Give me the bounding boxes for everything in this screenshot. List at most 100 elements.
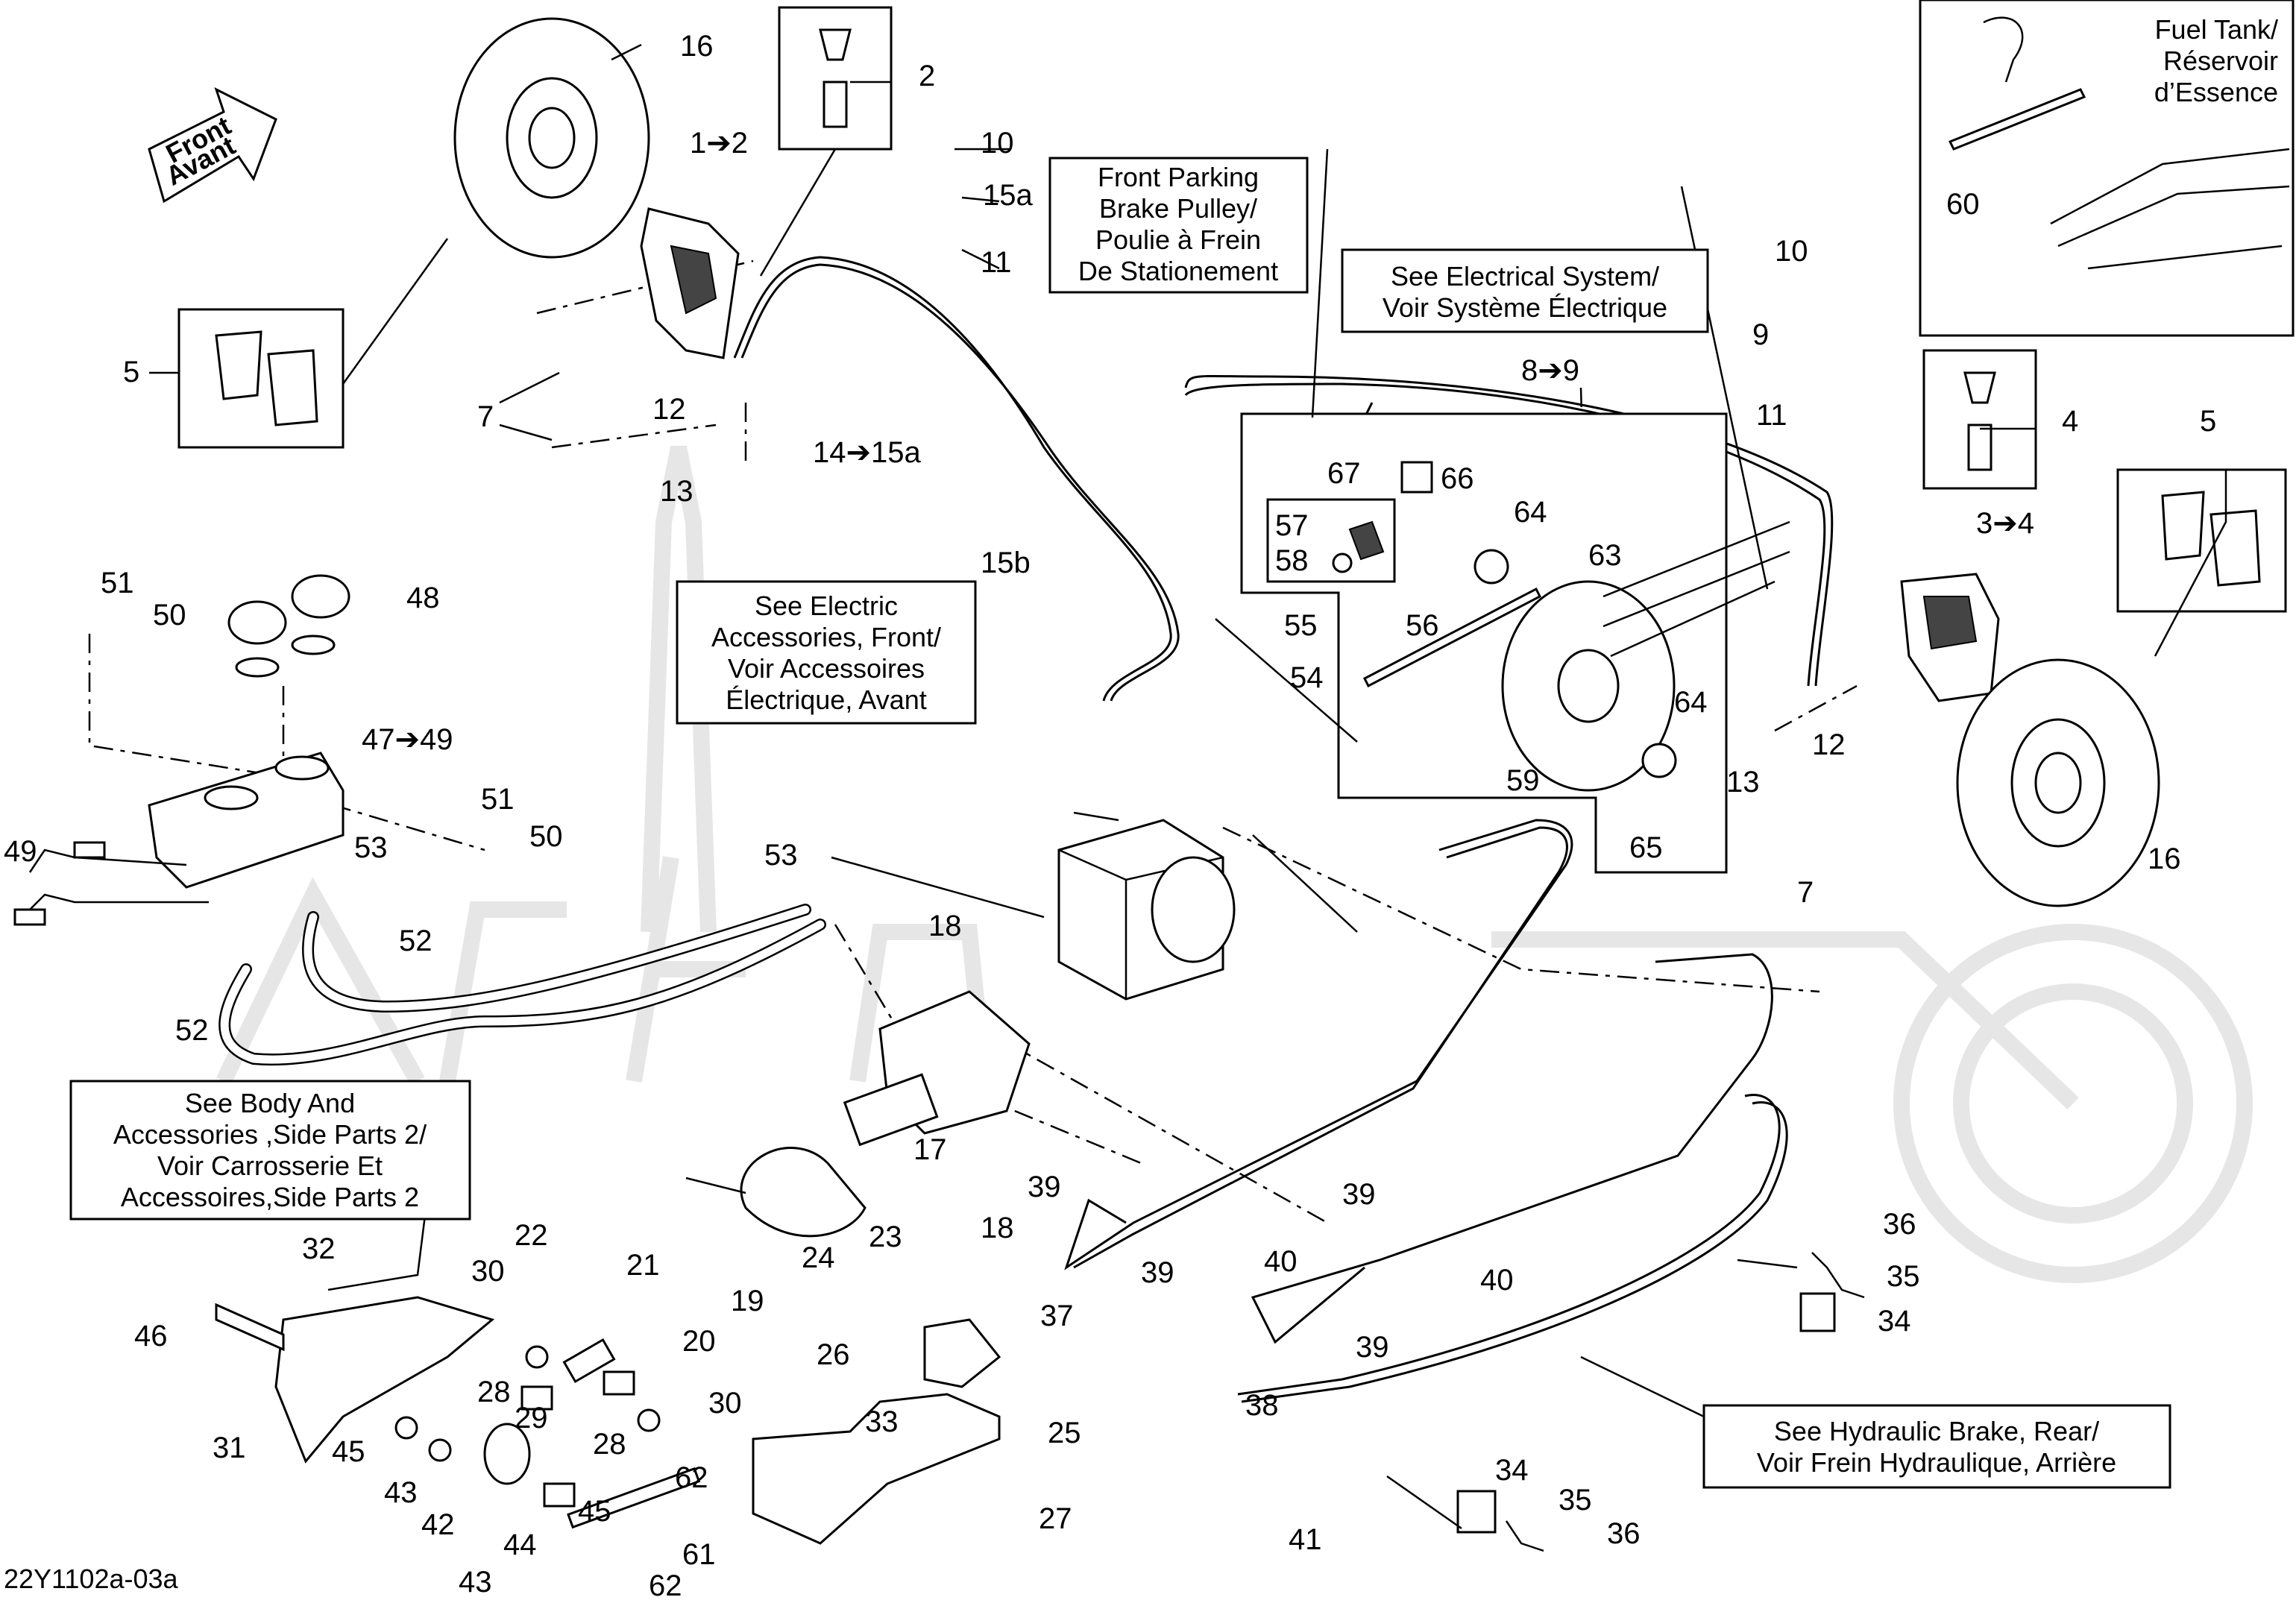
ref-51-bottom: 51 — [481, 783, 515, 816]
front-direction-arrow: Front Avant — [148, 87, 277, 204]
ref-40-a: 40 — [1264, 1245, 1298, 1278]
ref-8-9: 8➔9 — [1521, 354, 1579, 387]
ref-11-right: 11 — [1756, 399, 1787, 432]
callout-front-parking-line4: De Stationement — [1078, 256, 1278, 286]
front-caliper-right — [1900, 573, 2000, 702]
callout-hydraulic-rear: See Hydraulic Brake, Rear/ Voir Frein Hy… — [1702, 1404, 2171, 1489]
callout-front-parking-line3: Poulie à Frein — [1095, 224, 1261, 255]
ref-33: 33 — [865, 1405, 899, 1438]
ref-31: 31 — [213, 1432, 246, 1464]
ref-34-bottom: 34 — [1495, 1454, 1529, 1487]
ref-67: 67 — [1327, 457, 1361, 490]
ref-54: 54 — [1290, 661, 1324, 694]
callout-electrical: See Electrical System/ Voir Système Élec… — [1341, 248, 1709, 333]
ref-61: 61 — [682, 1538, 716, 1571]
ref-20: 20 — [682, 1325, 716, 1358]
front-brake-disc-right — [1956, 658, 2160, 907]
callout-body-line4: Accessoires,Side Parts 2 — [121, 1182, 419, 1212]
ref-42: 42 — [421, 1508, 455, 1541]
parking-brake-pulley-assembly — [1240, 412, 1790, 874]
ref-28-left: 28 — [477, 1376, 511, 1408]
ref-36-bottom: 36 — [1607, 1517, 1641, 1550]
ref-28-right: 28 — [593, 1428, 626, 1461]
ref-35-right: 35 — [1887, 1260, 1920, 1293]
ref-36-right: 36 — [1883, 1208, 1916, 1241]
ref-23: 23 — [869, 1221, 902, 1253]
ref-10-right: 10 — [1775, 235, 1808, 268]
ref-15a: 15a — [983, 179, 1033, 212]
ref-15b: 15b — [981, 547, 1031, 579]
ref-12-left: 12 — [652, 393, 686, 426]
ref-39-a: 39 — [1028, 1171, 1061, 1203]
ref-12-right: 12 — [1812, 728, 1846, 761]
ref-22: 22 — [515, 1219, 548, 1252]
callout-electrical-line2: Voir Système Électrique — [1383, 292, 1667, 323]
callout-electric-acc-line1: See Electric — [755, 591, 898, 621]
ref-16-left: 16 — [680, 30, 714, 63]
ref-64-bottom: 64 — [1674, 686, 1708, 719]
ref-66: 66 — [1441, 462, 1474, 495]
ref-59: 59 — [1506, 764, 1540, 797]
ref-55: 55 — [1284, 609, 1318, 642]
ref-65: 65 — [1629, 831, 1663, 864]
ref-49: 49 — [4, 835, 37, 868]
callout-body-accessories: See Body And Accessories ,Side Parts 2/ … — [69, 1080, 471, 1221]
front-caliper-left — [640, 207, 740, 359]
callout-hydraulic-line2: Voir Frein Hydraulique, Arrière — [1757, 1447, 2116, 1478]
diagram-code: 22Y1102a-03a — [4, 1563, 179, 1594]
ref-26: 26 — [817, 1338, 850, 1371]
ref-43-bottom: 43 — [459, 1566, 492, 1599]
ref-32: 32 — [302, 1232, 336, 1265]
ref-39-d: 39 — [1356, 1331, 1389, 1364]
callout-front-parking-line2: Brake Pulley/ — [1099, 193, 1257, 224]
fuel-tank-inset — [1919, 0, 2295, 337]
ref-13-right: 13 — [1726, 766, 1760, 799]
pipe-clamps — [1456, 1252, 1865, 1552]
ref-48: 48 — [406, 582, 440, 614]
ref-13-left: 13 — [660, 475, 693, 508]
ref-11-top: 11 — [981, 246, 1012, 279]
callout-electrical-line1: See Electrical System/ — [1391, 261, 1659, 292]
ref-17: 17 — [913, 1133, 947, 1166]
ref-5-left: 5 — [123, 356, 139, 388]
front-brake-disc-left — [453, 17, 650, 259]
ref-45-right: 45 — [578, 1495, 611, 1528]
ref-9: 9 — [1752, 318, 1769, 351]
ref-37: 37 — [1040, 1300, 1074, 1332]
ref-10-top: 10 — [981, 127, 1014, 160]
ref-41: 41 — [1289, 1523, 1322, 1556]
ref-50-top: 50 — [153, 599, 186, 632]
ref-16-right: 16 — [2148, 843, 2181, 875]
ref-63: 63 — [1588, 539, 1622, 572]
callout-body-line2: Accessories ,Side Parts 2/ — [113, 1119, 427, 1150]
callout-hydraulic-line1: See Hydraulic Brake, Rear/ — [1774, 1416, 2099, 1446]
ref-7-left: 7 — [477, 400, 494, 433]
ref-19: 19 — [731, 1285, 764, 1317]
callout-electric-acc-line2: Accessories, Front/ — [711, 622, 941, 652]
ref-40-b: 40 — [1480, 1264, 1514, 1297]
master-cylinder — [740, 990, 1031, 1238]
abs-hydraulic-unit — [1057, 819, 1236, 1001]
bleeder-valve-box-top — [778, 6, 893, 151]
ref-14-15a: 14➔15a — [813, 436, 922, 469]
ref-4: 4 — [2062, 405, 2078, 438]
ref-7-right: 7 — [1797, 876, 1814, 909]
ref-62-top: 62 — [675, 1461, 708, 1494]
inset-57-58 — [1266, 498, 1396, 583]
callout-front-parking: Front Parking Brake Pulley/ Poulie à Fre… — [1048, 157, 1309, 294]
brake-pedal-assembly — [215, 1296, 1001, 1545]
callout-front-parking-line1: Front Parking — [1098, 162, 1259, 192]
ref-39-b: 39 — [1141, 1256, 1174, 1289]
ref-53-left: 53 — [354, 831, 388, 864]
ref-29: 29 — [515, 1402, 548, 1434]
reference-numbers: 16 2 1➔2 10 15a 11 5 7 12 13 14➔15a 15b … — [4, 30, 2216, 1602]
bleeder-valve-box-right — [1922, 349, 2037, 490]
ref-52-bottom: 52 — [175, 1014, 209, 1047]
ref-35-bottom: 35 — [1559, 1484, 1592, 1517]
ref-62-bottom: 62 — [649, 1569, 682, 1602]
ref-18-bottom: 18 — [981, 1212, 1014, 1244]
ref-3-4: 3➔4 — [1976, 507, 2034, 540]
ref-60: 60 — [1946, 188, 1980, 221]
ref-56: 56 — [1406, 609, 1439, 642]
